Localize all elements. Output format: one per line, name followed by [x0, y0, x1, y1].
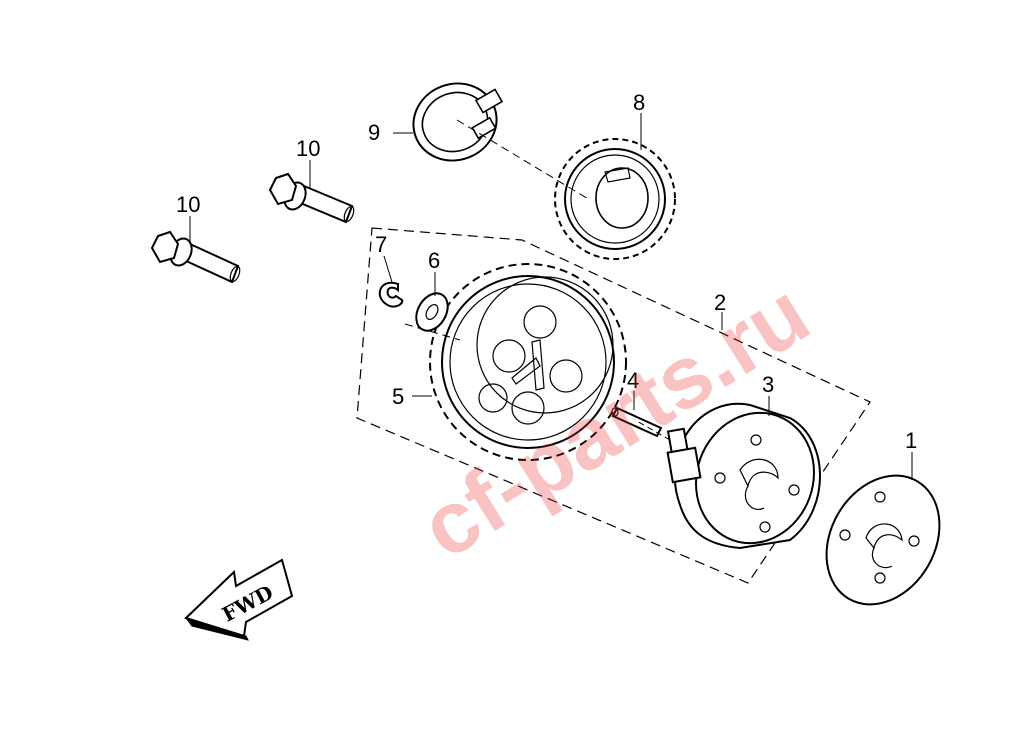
leader-lines — [189, 113, 913, 480]
callout-10-lower: 10 — [176, 192, 200, 217]
flange-bolt-upper — [268, 172, 355, 224]
callout-8: 8 — [633, 90, 645, 115]
callout-5: 5 — [392, 384, 404, 409]
pump-body — [666, 402, 821, 550]
pump-cover-plate — [825, 474, 941, 606]
callout-10-upper: 10 — [296, 136, 320, 161]
callout-4: 4 — [627, 368, 639, 393]
e-clip — [378, 281, 404, 308]
callout-6: 6 — [428, 248, 440, 273]
flange-bolt-lower — [150, 230, 241, 284]
callout-9: 9 — [368, 120, 380, 145]
circlip-ring — [412, 82, 504, 162]
large-pump-gear — [429, 263, 627, 461]
callout-3: 3 — [762, 372, 774, 397]
dowel-pin — [611, 406, 663, 438]
small-drive-gear — [554, 138, 676, 260]
callout-2: 2 — [714, 290, 726, 315]
callout-7: 7 — [375, 232, 387, 257]
callout-1: 1 — [905, 428, 917, 453]
forward-direction-arrow: FWD — [184, 558, 294, 641]
